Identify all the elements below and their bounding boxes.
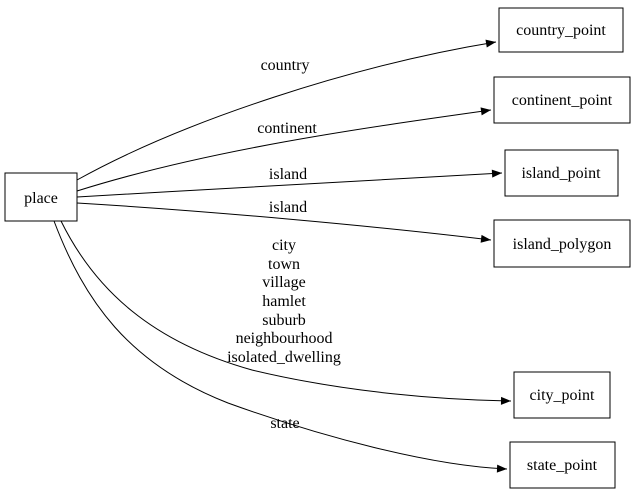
node-island_polygon-label: island_polygon [513, 236, 612, 253]
edge-label-suburb: suburb [262, 312, 306, 329]
node-country_point: country_point [498, 7, 624, 53]
edge-label-island-point: island [269, 166, 307, 183]
edge-place-island_point [76, 169, 503, 198]
node-city_point-box [513, 371, 611, 419]
node-island_point-label: island_point [521, 165, 601, 182]
node-place: place [4, 172, 78, 222]
node-continent_point-label: continent_point [512, 92, 613, 109]
edge-label-city-point-group: city town village hamlet suburb neighbou… [227, 237, 341, 366]
node-country_point-box [498, 7, 624, 53]
edge-label-state: state [270, 415, 299, 432]
node-place-box [4, 172, 78, 222]
edge-label-village: village [262, 274, 306, 291]
node-continent_point-box [493, 76, 631, 124]
edge-place-continent_point [76, 107, 492, 192]
edge-place-island_polygon [76, 202, 492, 243]
edge-label-neighbourhood: neighbourhood [236, 330, 333, 347]
edge-label-country: country [261, 57, 310, 74]
edge-place-country_point [76, 39, 497, 181]
node-island_point-box [504, 149, 619, 197]
edge-place-state_point [53, 220, 508, 473]
edge-label-city: city [272, 237, 296, 254]
edge-label-town: town [268, 256, 300, 273]
edge-label-island-polygon: island [269, 199, 307, 216]
edge-label-hamlet: hamlet [262, 293, 306, 310]
edge-label-isolated-dwelling: isolated_dwelling [227, 349, 341, 366]
node-state_point: state_point [509, 441, 616, 489]
node-city_point-label: city_point [530, 387, 595, 404]
node-island_point: island_point [504, 149, 619, 197]
node-island_polygon-box [493, 219, 631, 268]
node-state_point-box [509, 441, 616, 489]
node-city_point: city_point [513, 371, 611, 419]
edge-place-city_point [60, 220, 512, 405]
node-country_point-label: country_point [516, 22, 606, 39]
node-island_polygon: island_polygon [493, 219, 631, 268]
node-continent_point: continent_point [493, 76, 631, 124]
node-state_point-label: state_point [527, 457, 598, 474]
edge-label-continent: continent [257, 120, 317, 137]
node-place-label: place [24, 190, 58, 207]
